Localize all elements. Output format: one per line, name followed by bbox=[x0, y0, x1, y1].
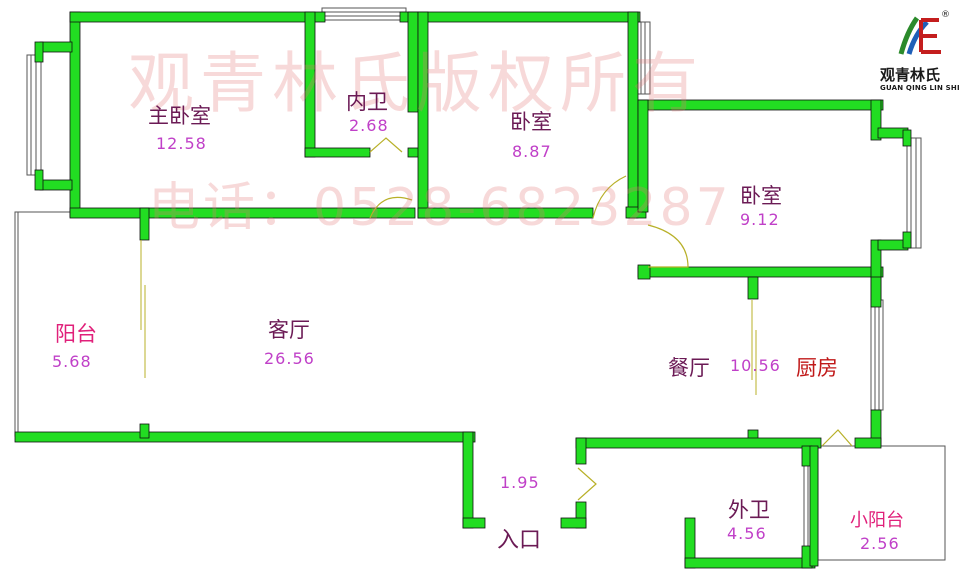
room-master-bedroom-name: 主卧室 bbox=[148, 104, 211, 128]
door-bedroom2 bbox=[647, 224, 689, 268]
room-living-room-name: 客厅 bbox=[268, 318, 310, 342]
room-bedroom-1-name: 卧室 bbox=[510, 110, 552, 134]
walls bbox=[14, 11, 912, 569]
window-bath-north bbox=[321, 7, 407, 21]
room-bedroom-2-name: 卧室 bbox=[740, 184, 782, 208]
room-entry-area: 1.95 bbox=[500, 473, 540, 492]
room-outer-bathroom-name: 外卫 bbox=[728, 498, 770, 522]
logo-registered: ® bbox=[941, 10, 950, 20]
room-dining-room-name: 餐厅 bbox=[668, 356, 710, 380]
watermark-copyright: 观青林氏版权所有 bbox=[128, 45, 704, 122]
doors bbox=[140, 137, 853, 501]
logo-name: 观青林氏 bbox=[880, 66, 941, 84]
room-inner-bathroom-name: 内卫 bbox=[346, 90, 388, 114]
room-living-room-area: 26.56 bbox=[264, 349, 315, 368]
door-inner-bath bbox=[369, 137, 403, 153]
room-bedroom-2-area: 9.12 bbox=[740, 210, 780, 229]
room-inner-bathroom-area: 2.68 bbox=[349, 116, 389, 135]
watermark-phone: 电话：0528-6823287 bbox=[148, 178, 732, 238]
room-master-bedroom-area: 12.58 bbox=[156, 134, 207, 153]
door-master bbox=[369, 196, 413, 219]
room-kitchen-name: 厨房 bbox=[796, 356, 838, 380]
room-entry-name: 入口 bbox=[497, 528, 542, 553]
window-kitchen-east bbox=[870, 299, 884, 411]
door-kitchen bbox=[821, 429, 853, 447]
room-balcony-area: 5.68 bbox=[52, 352, 92, 371]
room-balcony-name: 阳台 bbox=[55, 322, 97, 346]
window-master-west bbox=[26, 54, 42, 176]
room-bedroom-1-area: 8.87 bbox=[512, 142, 552, 161]
room-small-balcony-name: 小阳台 bbox=[850, 510, 904, 531]
room-small-balcony-area: 2.56 bbox=[860, 534, 900, 553]
logo-icon bbox=[898, 16, 941, 55]
room-outer-bathroom-area: 4.56 bbox=[727, 524, 767, 543]
logo-latin: GUAN QING LIN SHI bbox=[880, 84, 960, 92]
window-bedroom2-east bbox=[906, 137, 922, 249]
door-bedroom1 bbox=[592, 175, 627, 219]
room-dining-room-area: 10.56 bbox=[730, 356, 781, 375]
door-outer-bath bbox=[577, 467, 597, 501]
